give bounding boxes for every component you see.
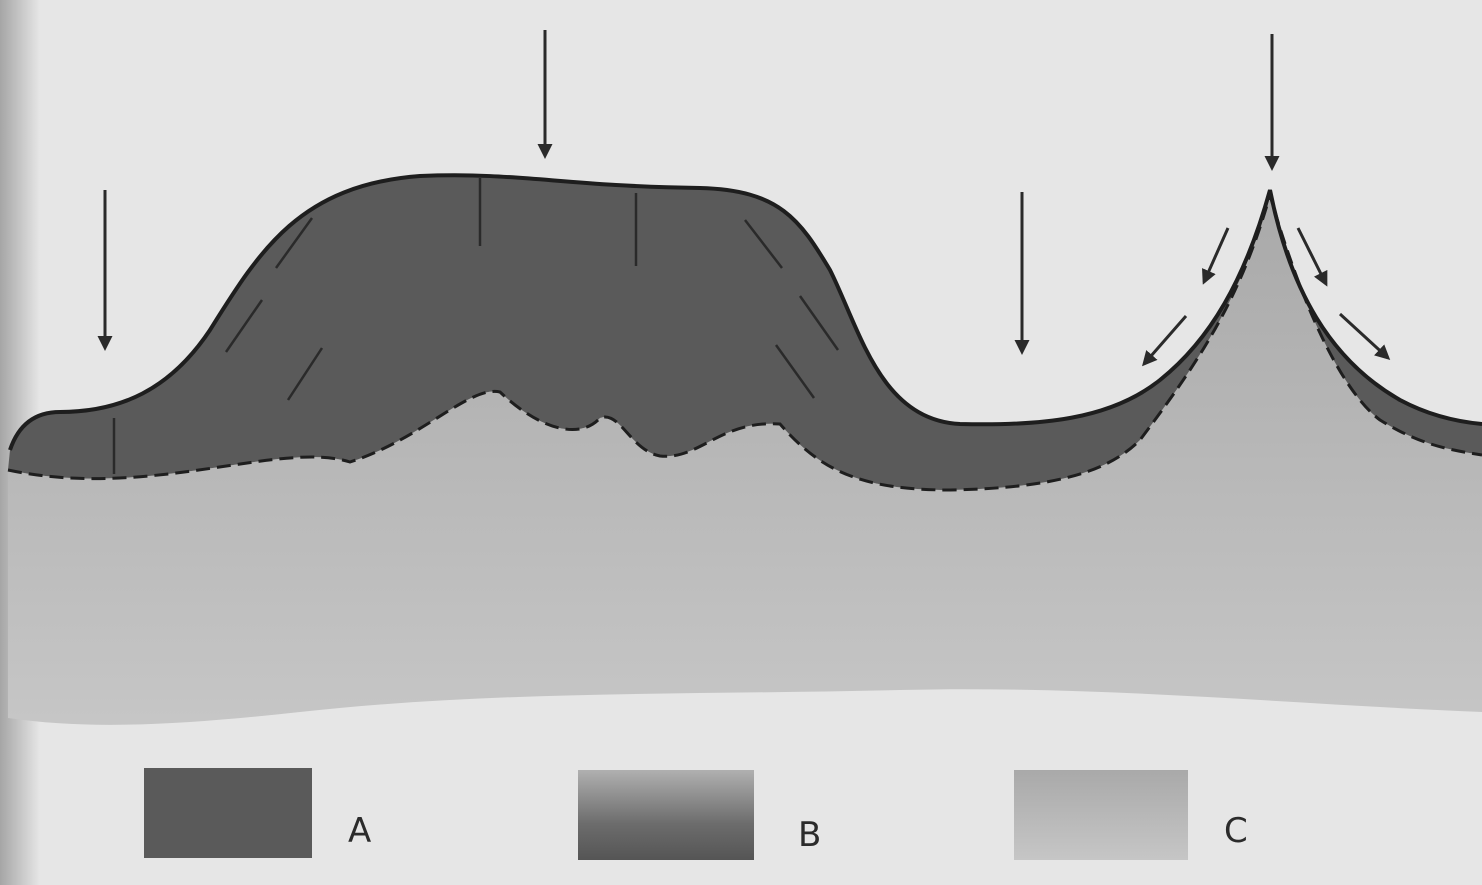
legend: A B C bbox=[144, 768, 1248, 860]
legend-label-a: A bbox=[348, 811, 371, 851]
legend-label-c: C bbox=[1224, 811, 1248, 851]
legend-swatch-a bbox=[144, 768, 312, 858]
legend-swatch-b bbox=[578, 770, 754, 860]
legend-label-b: B bbox=[798, 815, 821, 855]
legend-swatch-c bbox=[1014, 770, 1188, 860]
